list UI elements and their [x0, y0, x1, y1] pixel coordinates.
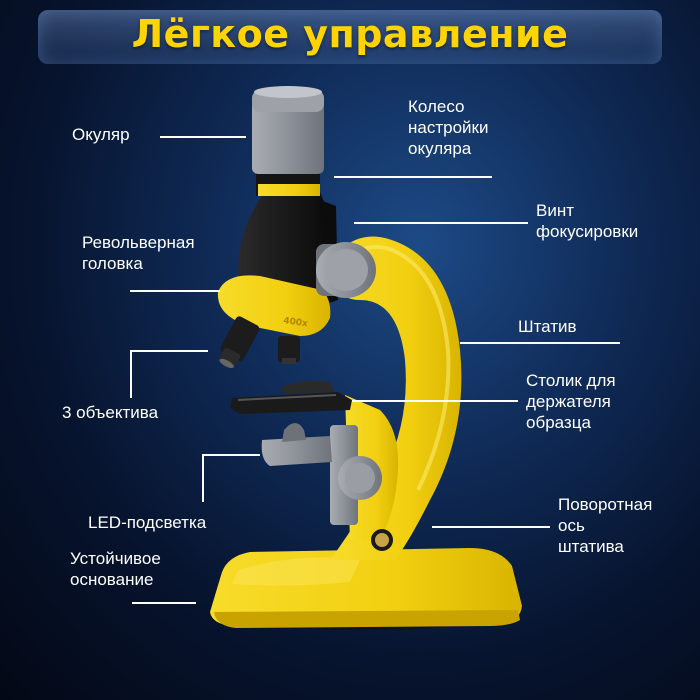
line-objectives-v — [130, 350, 132, 398]
label-rotary-axis: Поворотная ось штатива — [558, 495, 653, 556]
focus-wheel — [316, 242, 376, 298]
stage-support — [330, 395, 399, 540]
label-focus-screw: Винт фокусировки — [536, 201, 639, 241]
label-led: LED-подсветка — [88, 513, 207, 532]
stand-arm — [330, 236, 462, 560]
line-revolver — [130, 290, 220, 292]
specimen-stage — [230, 380, 352, 414]
led-light — [261, 423, 332, 466]
page-title: Лёгкое управление — [131, 12, 569, 56]
label-eyepiece-wheel: Колесо настройки окуляра — [408, 97, 489, 158]
line-base — [132, 602, 196, 604]
title-banner — [38, 10, 662, 64]
label-eyepiece: Окуляр — [72, 125, 130, 144]
line-stage — [352, 400, 518, 402]
rotary-axis — [371, 529, 393, 551]
line-rotary-axis — [432, 526, 550, 528]
objectives — [219, 316, 300, 369]
line-objectives-h — [130, 350, 208, 352]
label-base: Устойчивое основание — [70, 549, 161, 589]
label-objectives: 3 объектива — [62, 403, 159, 422]
label-stage: Столик для держателя образца — [526, 371, 616, 432]
line-eyepiece — [160, 136, 246, 138]
line-stand — [460, 342, 620, 344]
label-stand: Штатив — [518, 317, 577, 336]
line-led-h — [202, 454, 260, 456]
line-led-v — [202, 454, 204, 502]
objective-marking: 400x — [283, 316, 309, 329]
line-focus-screw — [354, 222, 528, 224]
eyepiece — [252, 86, 324, 196]
base — [210, 548, 522, 630]
label-revolver: Револьверная головка — [82, 233, 195, 273]
line-eyepiece-wheel — [334, 176, 492, 178]
